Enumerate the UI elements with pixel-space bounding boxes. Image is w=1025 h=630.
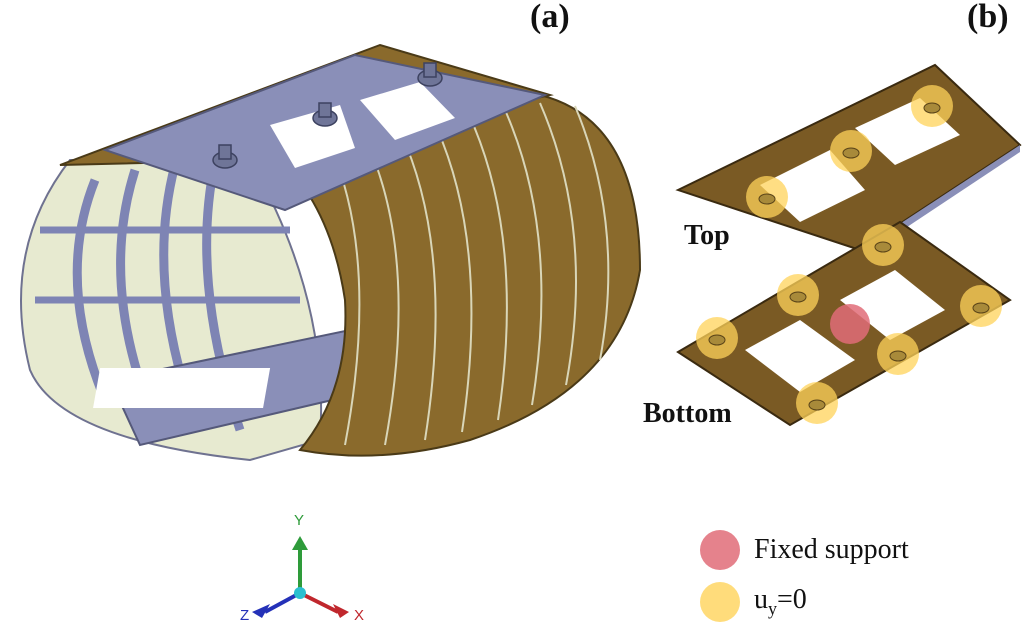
legend-uy: uy=0 [700, 582, 807, 622]
x-axis-arrow [299, 591, 339, 614]
x-axis-arrowhead [333, 604, 349, 618]
z-axis-arrowhead [252, 604, 270, 618]
legend-uy-swatch [700, 582, 740, 622]
plate-label-top: Top [684, 220, 730, 251]
bottom-opening [93, 368, 271, 408]
bottom-plate-hole-2 [840, 270, 945, 340]
legend-fixed-label: Fixed support [754, 534, 909, 565]
z-axis-label: Z [240, 607, 250, 624]
y-axis-label: Y [294, 512, 305, 529]
x-axis-label: X [354, 607, 365, 624]
bolt-fixtures [212, 62, 443, 169]
outer-shell [267, 93, 642, 457]
bolt-heads [708, 102, 990, 411]
y-axis-arrowhead [292, 536, 308, 550]
top-opening-2 [360, 82, 455, 140]
triad-origin [294, 587, 306, 599]
legend-fixed-swatch [700, 530, 740, 570]
panel-label-b: (b) [967, 0, 1009, 35]
legend-uy-label: uy=0 [754, 584, 807, 619]
panel-label-a: (a) [530, 0, 570, 35]
legend-fixed-support: Fixed support [700, 530, 909, 570]
bottom-plate-hole-1 [745, 320, 855, 392]
fixed-support-marker [830, 304, 870, 344]
inner-stringers [35, 226, 300, 304]
plate-label-bottom: Bottom [643, 398, 732, 429]
z-axis-arrow [264, 591, 301, 614]
